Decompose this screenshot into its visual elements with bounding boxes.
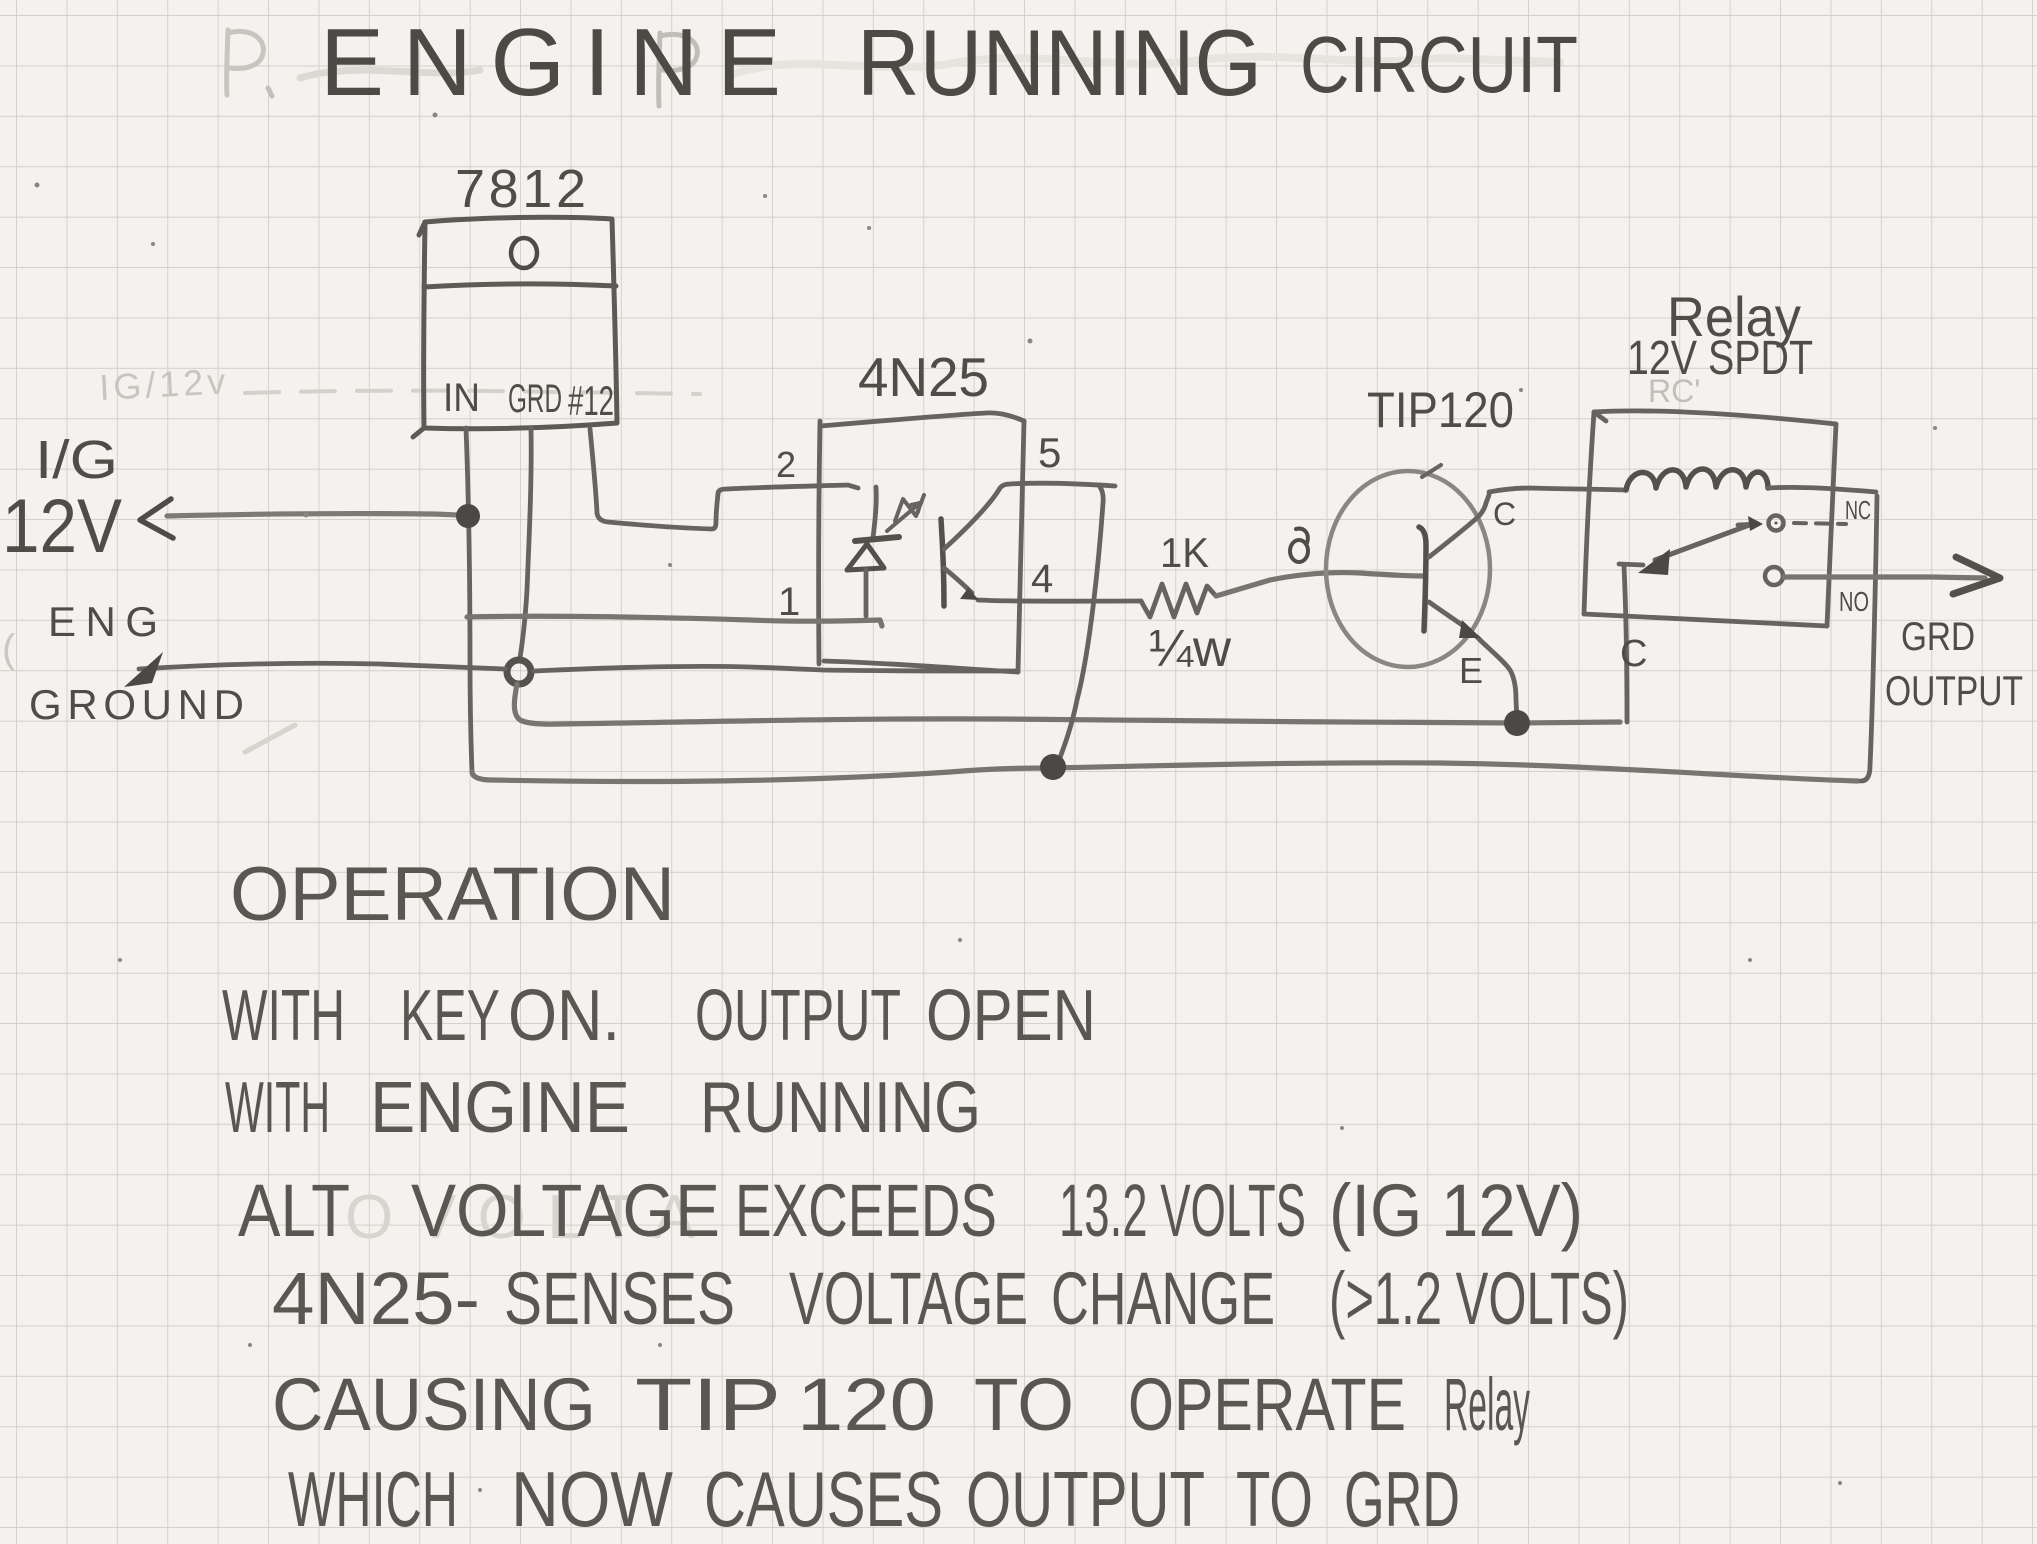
svg-text:CAUSES: CAUSES [704, 1455, 943, 1543]
svg-text:¼w: ¼w [1149, 620, 1231, 678]
svg-text:(: ( [2, 627, 16, 671]
svg-text:2: 2 [776, 444, 796, 485]
svg-text:I/G: I/G [35, 430, 118, 490]
svg-text:TIP: TIP [635, 1363, 781, 1446]
svg-text:5: 5 [1038, 429, 1061, 476]
svg-text:RC': RC' [1648, 373, 1700, 409]
svg-text:4: 4 [1031, 557, 1053, 601]
svg-text:CIRCUIT: CIRCUIT [1300, 20, 1578, 109]
svg-text:NO: NO [1839, 586, 1869, 617]
svg-text:GRD: GRD [1344, 1455, 1460, 1543]
svg-text:IN: IN [443, 376, 480, 420]
svg-text:GRD: GRD [1901, 615, 1975, 659]
svg-text:CHANGE: CHANGE [1051, 1257, 1275, 1340]
svg-text:OUTPUT: OUTPUT [966, 1455, 1205, 1543]
svg-text:VOLTAGE: VOLTAGE [789, 1257, 1028, 1340]
svg-text:ENG: ENG [48, 598, 158, 645]
svg-text:RUNNING: RUNNING [857, 10, 1262, 115]
svg-text:13.2 VOLTS: 13.2 VOLTS [1059, 1169, 1306, 1252]
svg-text:TIP120: TIP120 [1367, 382, 1514, 438]
svg-text:Relay: Relay [1444, 1363, 1530, 1446]
svg-text:OPERATION: OPERATION [230, 852, 675, 937]
svg-text:CAUSING: CAUSING [272, 1363, 596, 1446]
svg-text:EXCEEDS: EXCEEDS [735, 1169, 997, 1252]
svg-text:(IG 12V): (IG 12V) [1329, 1169, 1583, 1252]
svg-text:NC: NC [1845, 495, 1871, 525]
svg-text:OUTPUT: OUTPUT [695, 976, 901, 1056]
svg-text:4N25-: 4N25- [272, 1257, 480, 1340]
svg-text:C: C [1620, 633, 1647, 675]
svg-text:1: 1 [778, 580, 800, 624]
svg-text:WITH: WITH [225, 1068, 330, 1148]
svg-text:SENSES: SENSES [504, 1257, 735, 1340]
svg-text:OUTPUT: OUTPUT [1885, 667, 2023, 714]
svg-text:Relay: Relay [1667, 285, 1801, 348]
svg-text:WITH: WITH [222, 976, 345, 1056]
svg-text:OPEN: OPEN [926, 976, 1096, 1056]
svg-text:NOW: NOW [511, 1455, 673, 1543]
svg-text:#12: #12 [568, 377, 614, 424]
svg-text:ENGINE: ENGINE [370, 1068, 630, 1148]
svg-text:ON.: ON. [508, 976, 620, 1056]
svg-text:E: E [1459, 650, 1483, 691]
svg-text:120: 120 [797, 1363, 936, 1446]
svg-text:RUNNING: RUNNING [700, 1068, 981, 1148]
svg-text:C: C [1493, 496, 1516, 532]
svg-text:WHICH: WHICH [288, 1455, 458, 1543]
svg-text:TO: TO [1236, 1455, 1313, 1543]
svg-text:ALT: ALT [238, 1169, 350, 1252]
svg-text:TO: TO [974, 1363, 1074, 1446]
svg-text:4N25: 4N25 [858, 346, 989, 408]
svg-text:VOLTAGE: VOLTAGE [411, 1169, 720, 1252]
svg-text:1K: 1K [1160, 529, 1209, 576]
svg-text:(>1.2 VOLTS): (>1.2 VOLTS) [1329, 1257, 1629, 1340]
svg-text:12V: 12V [2, 484, 122, 569]
svg-text:12V SPDT: 12V SPDT [1627, 332, 1813, 385]
svg-text:KEY: KEY [400, 976, 500, 1056]
svg-text:OPERATE: OPERATE [1128, 1363, 1406, 1446]
svg-text:IG/12v: IG/12v [98, 360, 230, 408]
svg-text:GRD: GRD [508, 377, 562, 421]
